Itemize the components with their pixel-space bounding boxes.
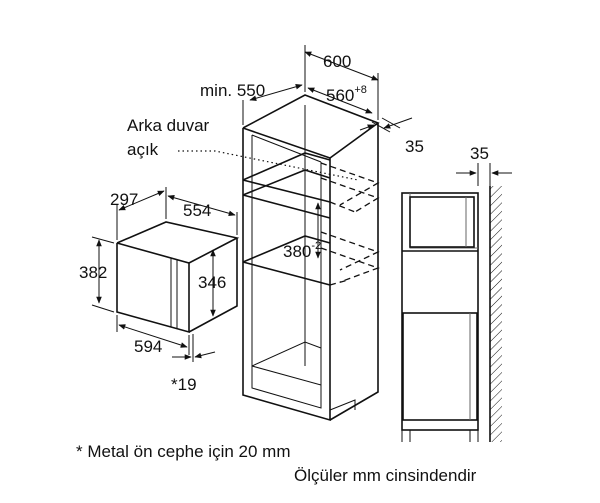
- dim-35-rear-label: 35: [405, 137, 424, 156]
- rear-wall-label-line2: açık: [127, 140, 159, 159]
- dim-380-value: 380: [283, 242, 311, 261]
- open-rear-wall-dashes: [320, 162, 380, 286]
- dim-380-tol: -2: [311, 240, 321, 252]
- dim-min-550: [242, 84, 303, 125]
- dim-297: [116, 187, 167, 240]
- rear-wall-label-line1: Arka duvar: [127, 116, 210, 135]
- dim-35-rear: [359, 117, 413, 133]
- dim-560: [307, 87, 373, 114]
- dim-19-label: *19: [171, 375, 197, 394]
- dim-554: [167, 195, 238, 235]
- dim-380-label: 380-2: [283, 240, 321, 261]
- dim-382-label: 382: [79, 263, 107, 282]
- dim-594-label: 594: [134, 337, 162, 356]
- dim-560-tol: +8: [354, 84, 367, 96]
- dim-600: [304, 45, 379, 120]
- dim-560-label: 560+8: [326, 84, 367, 105]
- footnote: * Metal ön cephe için 20 mm: [76, 442, 291, 461]
- rear-wall-leader: [178, 150, 359, 181]
- dim-19: [172, 334, 216, 362]
- appliance: [116, 221, 240, 334]
- tall-cabinet: [242, 94, 380, 422]
- dim-554-label: 554: [183, 201, 211, 220]
- dim-600-label: 600: [323, 52, 351, 71]
- dim-346-label: 346: [198, 273, 226, 292]
- dim-35-side-label: 35: [470, 144, 489, 163]
- dim-35-side: [456, 163, 512, 186]
- dim-297-label: 297: [110, 190, 138, 209]
- side-section: [401, 186, 502, 442]
- wall-hatch: [490, 186, 502, 442]
- dim-560-value: 560: [326, 86, 354, 105]
- dim-594: [116, 315, 190, 355]
- units-note: Ölçüler mm cinsindendir: [294, 466, 477, 485]
- dim-min-550-label: min. 550: [200, 81, 265, 100]
- dim-382: [91, 236, 115, 313]
